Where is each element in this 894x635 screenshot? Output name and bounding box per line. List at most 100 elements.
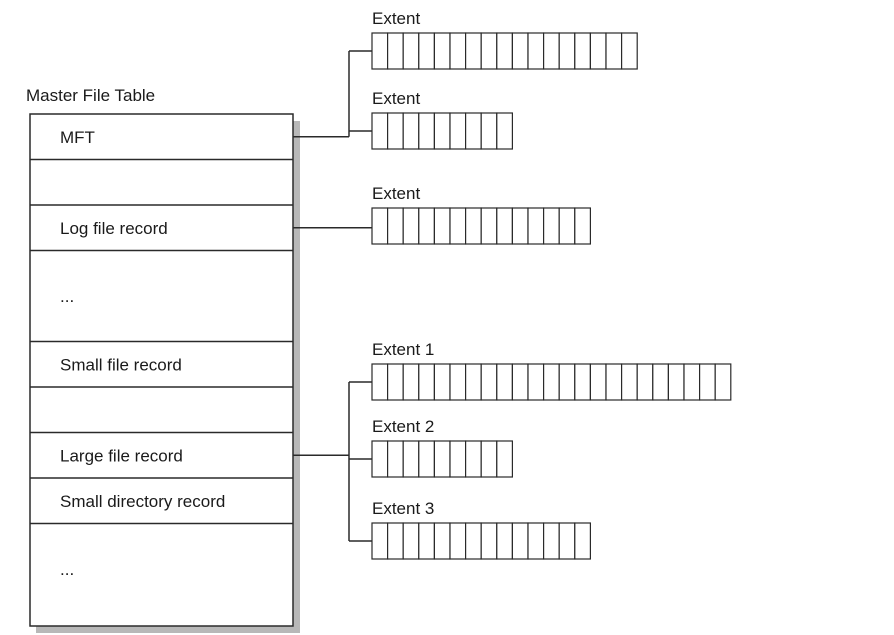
extent-cluster xyxy=(418,363,435,401)
extent-cluster xyxy=(480,522,498,560)
extent-label: Extent xyxy=(372,184,420,203)
extent-cluster xyxy=(418,440,435,478)
extent-cluster xyxy=(527,207,545,245)
extent-cluster xyxy=(465,440,482,478)
extent-cluster xyxy=(480,32,498,70)
mft-row-label: MFT xyxy=(60,128,95,147)
extent-cluster xyxy=(371,522,389,560)
extent-cluster xyxy=(402,522,420,560)
extent-cluster xyxy=(433,440,451,478)
extent-cluster xyxy=(605,363,623,401)
extent-cluster xyxy=(387,440,404,478)
extent-cluster xyxy=(698,363,716,401)
extent-cluster xyxy=(542,207,560,245)
extent-cluster xyxy=(574,363,591,401)
extent-cluster xyxy=(527,32,545,70)
extent-mft-extent-b: Extent xyxy=(371,89,513,150)
extent-large-extent-2: Extent 2 xyxy=(371,417,513,478)
extent-cluster xyxy=(371,207,389,245)
extent-cluster xyxy=(683,363,701,401)
mft-row-label: Small file record xyxy=(60,355,182,374)
extent-cluster xyxy=(465,522,482,560)
extent-cluster xyxy=(574,522,591,560)
extent-label: Extent 3 xyxy=(372,499,434,518)
extent-cluster xyxy=(480,363,498,401)
extent-cluster xyxy=(574,32,591,70)
extent-large-extent-3: Extent 3 xyxy=(371,499,591,560)
extent-cluster xyxy=(496,32,513,70)
extent-cluster xyxy=(620,363,638,401)
extent-cluster xyxy=(387,207,404,245)
extent-cluster xyxy=(574,207,591,245)
extent-cluster xyxy=(527,522,545,560)
extent-cluster xyxy=(480,112,498,150)
extent-cluster xyxy=(449,440,467,478)
extent-label: Extent xyxy=(372,89,420,108)
extent-connectors xyxy=(293,50,372,542)
extent-cluster xyxy=(402,440,420,478)
extent-cluster xyxy=(511,207,529,245)
extent-cluster xyxy=(542,32,560,70)
mft-row-label: Large file record xyxy=(60,446,183,465)
extent-large-extent-1: Extent 1 xyxy=(371,340,732,401)
extent-cluster xyxy=(371,112,389,150)
extent-cluster xyxy=(636,363,654,401)
extent-mft-extent-a: Extent xyxy=(371,9,638,70)
mft-row-label: ... xyxy=(60,560,74,579)
extent-cluster xyxy=(433,522,451,560)
extent-cluster xyxy=(480,440,498,478)
extent-cluster xyxy=(496,112,513,150)
extent-cluster xyxy=(558,207,576,245)
extent-cluster xyxy=(449,112,467,150)
extent-cluster xyxy=(387,363,404,401)
extent-label: Extent 2 xyxy=(372,417,434,436)
extent-cluster xyxy=(402,363,420,401)
extent-cluster xyxy=(589,32,607,70)
extent-cluster xyxy=(433,363,451,401)
extent-log-extent: Extent xyxy=(371,184,591,245)
extent-cluster xyxy=(371,440,389,478)
extent-cluster xyxy=(418,32,435,70)
extent-cluster xyxy=(387,112,404,150)
extent-cluster xyxy=(496,363,513,401)
extent-cluster xyxy=(387,522,404,560)
extent-cluster xyxy=(465,32,482,70)
extent-cluster xyxy=(402,207,420,245)
extent-cluster xyxy=(371,32,389,70)
extent-cluster xyxy=(465,363,482,401)
extent-cluster xyxy=(714,363,732,401)
extent-cluster xyxy=(433,32,451,70)
extent-cluster xyxy=(558,363,576,401)
extent-cluster xyxy=(371,363,389,401)
extent-cluster xyxy=(465,112,482,150)
extent-cluster xyxy=(418,207,435,245)
extent-cluster xyxy=(667,363,685,401)
extent-cluster xyxy=(496,440,513,478)
extent-cluster xyxy=(589,363,607,401)
extent-cluster xyxy=(433,112,451,150)
extent-label: Extent 1 xyxy=(372,340,434,359)
extent-cluster xyxy=(465,207,482,245)
extent-cluster xyxy=(605,32,623,70)
extent-cluster xyxy=(620,32,638,70)
extent-cluster xyxy=(480,207,498,245)
extent-cluster xyxy=(449,363,467,401)
mft-table xyxy=(29,113,294,627)
extent-cluster xyxy=(558,522,576,560)
extent-cluster xyxy=(418,522,435,560)
extent-cluster xyxy=(418,112,435,150)
extent-cluster xyxy=(496,522,513,560)
extent-cluster xyxy=(542,522,560,560)
extent-cluster xyxy=(511,32,529,70)
extent-cluster xyxy=(449,207,467,245)
extent-cluster xyxy=(652,363,669,401)
mft-title: Master File Table xyxy=(26,86,155,105)
mft-row-label: Small directory record xyxy=(60,492,225,511)
extent-cluster xyxy=(433,207,451,245)
extent-cluster xyxy=(387,32,404,70)
extent-cluster xyxy=(449,32,467,70)
extent-cluster xyxy=(402,32,420,70)
